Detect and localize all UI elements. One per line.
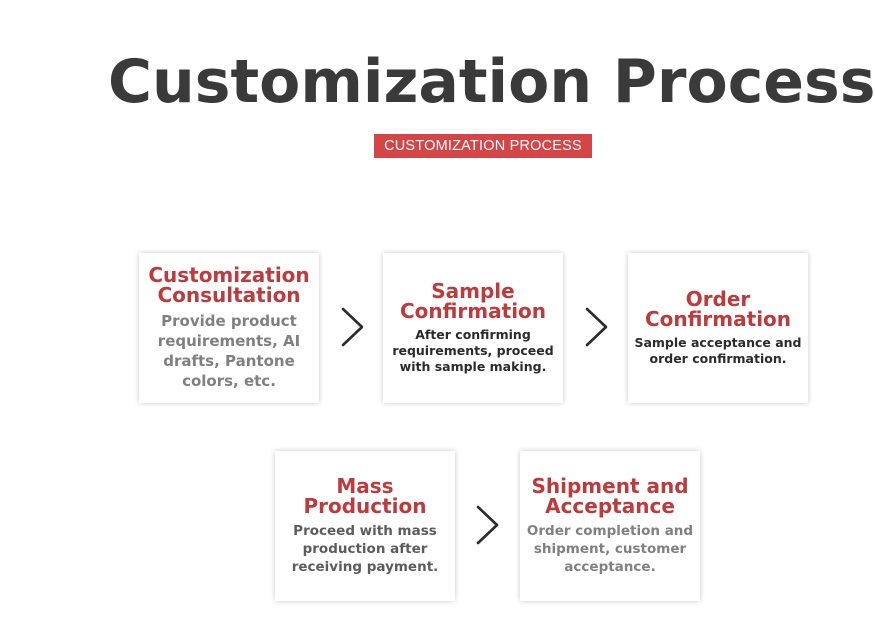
step-description-line: requirements, AI <box>157 332 301 350</box>
step-title-line: Sample <box>431 279 515 303</box>
step-description-line: drafts, Pantone <box>163 352 295 370</box>
step-description-line: production after <box>302 541 428 557</box>
step-card-mass-production: Mass Production Proceed with mass produc… <box>275 451 455 601</box>
step-card-shipment-acceptance: Shipment and Acceptance Order completion… <box>520 451 700 601</box>
step-description-line: Order completion and <box>526 523 694 539</box>
step-title-line: Customization <box>148 263 310 287</box>
step-description-line: Proceed with mass <box>293 523 437 539</box>
chevron-right-icon <box>338 305 368 349</box>
step-description: Order completion and shipment, customer … <box>527 522 693 576</box>
step-description-line: colors, etc. <box>182 372 276 390</box>
step-description-line: acceptance. <box>564 559 656 575</box>
step-description-line: requirements, proceed <box>392 343 554 358</box>
chevron-right-icon <box>582 305 612 349</box>
step-description: Proceed with mass production after recei… <box>292 522 439 576</box>
step-description-line: Provide product <box>161 312 297 330</box>
step-title-line: Acceptance <box>545 494 675 518</box>
step-title: Shipment and Acceptance <box>531 476 688 516</box>
step-description-line: shipment, customer <box>533 541 687 557</box>
step-description-line: Sample acceptance and <box>634 335 802 350</box>
step-card-sample-confirmation: Sample Confirmation After confirming req… <box>383 253 563 403</box>
step-description: Provide product requirements, AI drafts,… <box>158 311 300 391</box>
step-title: Customization Consultation <box>148 265 309 305</box>
step-title: Order Confirmation <box>645 289 791 329</box>
step-description: After confirming requirements, proceed w… <box>392 327 553 375</box>
step-description-line: receiving payment. <box>291 559 439 575</box>
step-title-line: Confirmation <box>644 307 792 331</box>
step-title-line: Order <box>685 287 751 311</box>
step-description-line: order confirmation. <box>649 351 787 366</box>
step-description: Sample acceptance and order confirmation… <box>634 335 801 367</box>
chevron-right-icon <box>473 503 503 547</box>
page-title: Customization Process <box>108 47 875 117</box>
step-description-line: with sample making. <box>399 359 547 374</box>
step-title-line: Consultation <box>157 283 301 307</box>
step-card-consultation: Customization Consultation Provide produ… <box>139 253 319 403</box>
step-title-line: Production <box>303 494 427 518</box>
step-title-line: Mass <box>336 474 394 498</box>
subtitle-badge: CUSTOMIZATION PROCESS <box>374 134 592 158</box>
step-title-line: Shipment and <box>531 474 689 498</box>
step-title: Mass Production <box>303 476 426 516</box>
step-title: Sample Confirmation <box>400 281 546 321</box>
step-card-order-confirmation: Order Confirmation Sample acceptance and… <box>628 253 808 403</box>
step-description-line: After confirming <box>415 327 531 342</box>
step-title-line: Confirmation <box>399 299 547 323</box>
